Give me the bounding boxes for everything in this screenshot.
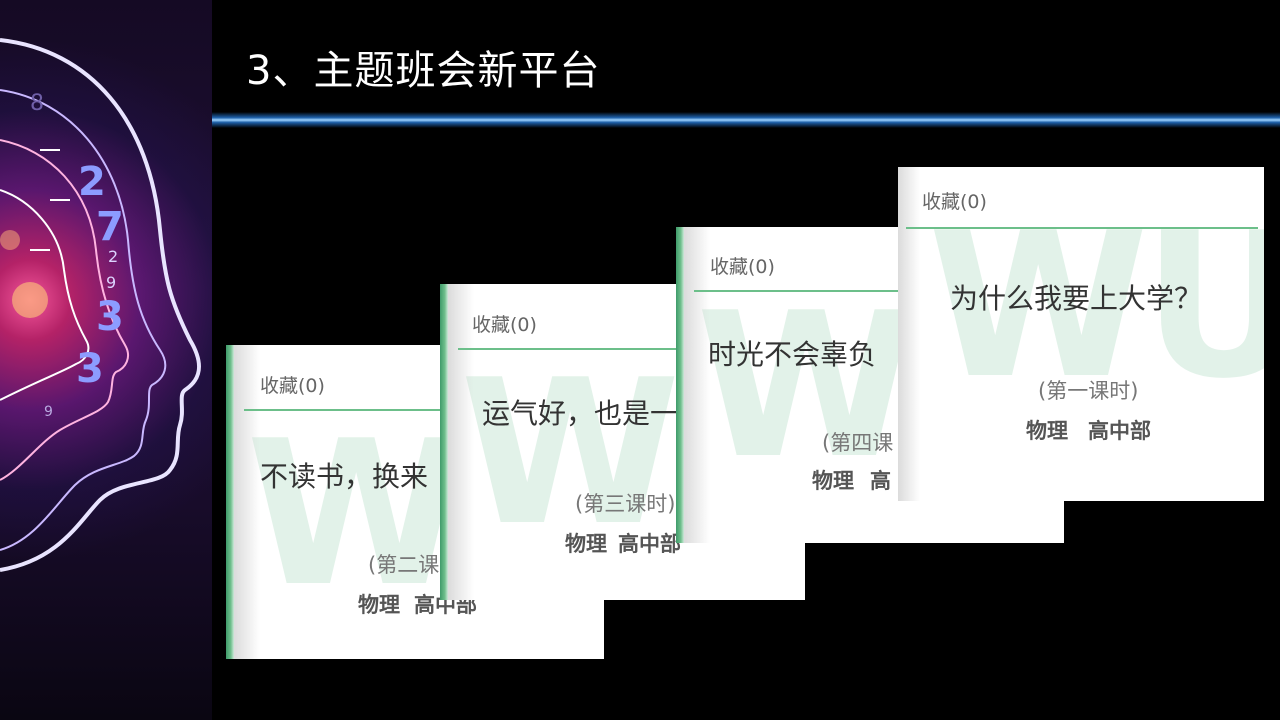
side-number: 3 xyxy=(96,294,124,340)
side-number: 3 xyxy=(76,346,104,392)
side-number: 8 xyxy=(30,91,44,116)
side-number: 9 xyxy=(44,404,53,420)
page-title: 3、主题班会新平台 xyxy=(246,48,601,94)
card-period: (第三课时) xyxy=(575,492,676,516)
card-subject: 物理 xyxy=(565,532,607,556)
head-illustration: 8 2 7 2 9 3 3 9 xyxy=(0,0,212,720)
card-watermark: WUWU xyxy=(928,190,1264,423)
card-accent xyxy=(676,227,684,543)
course-card[interactable]: WUWU 收藏(0) 为什么我要上大学？ (第一课时) 物理 高中部 xyxy=(898,167,1264,501)
card-grade: 高中部 xyxy=(1088,419,1151,443)
side-number: 2 xyxy=(108,247,118,266)
card-grade: 高中部 xyxy=(618,532,681,556)
card-accent xyxy=(440,284,448,600)
favorite-count[interactable]: 收藏(0) xyxy=(260,375,325,397)
side-number: 9 xyxy=(106,273,116,292)
card-subject: 物理 xyxy=(812,469,854,493)
side-number: 2 xyxy=(78,159,106,205)
card-title[interactable]: 运气好，也是一 xyxy=(482,397,679,430)
favorite-count[interactable]: 收藏(0) xyxy=(710,256,775,278)
card-period: (第一课时) xyxy=(1038,379,1139,403)
favorite-count[interactable]: 收藏(0) xyxy=(472,314,537,336)
card-grade: 高 xyxy=(870,469,891,493)
card-period: (第二课 xyxy=(368,553,440,577)
card-title[interactable]: 不读书，换来 xyxy=(260,460,429,493)
card-period: (第四课 xyxy=(822,431,894,455)
title-underline xyxy=(212,112,1280,128)
card-divider xyxy=(458,348,688,350)
card-subject: 物理 xyxy=(358,593,400,617)
card-title[interactable]: 时光不会辜负 xyxy=(708,338,877,371)
favorite-count[interactable]: 收藏(0) xyxy=(922,191,987,213)
card-title[interactable]: 为什么我要上大学？ xyxy=(950,282,1203,315)
side-number: 7 xyxy=(96,204,124,250)
card-divider xyxy=(244,409,474,411)
card-divider xyxy=(906,227,1258,229)
card-divider xyxy=(694,290,904,292)
card-subject: 物理 xyxy=(1026,419,1068,443)
card-accent xyxy=(226,345,234,659)
